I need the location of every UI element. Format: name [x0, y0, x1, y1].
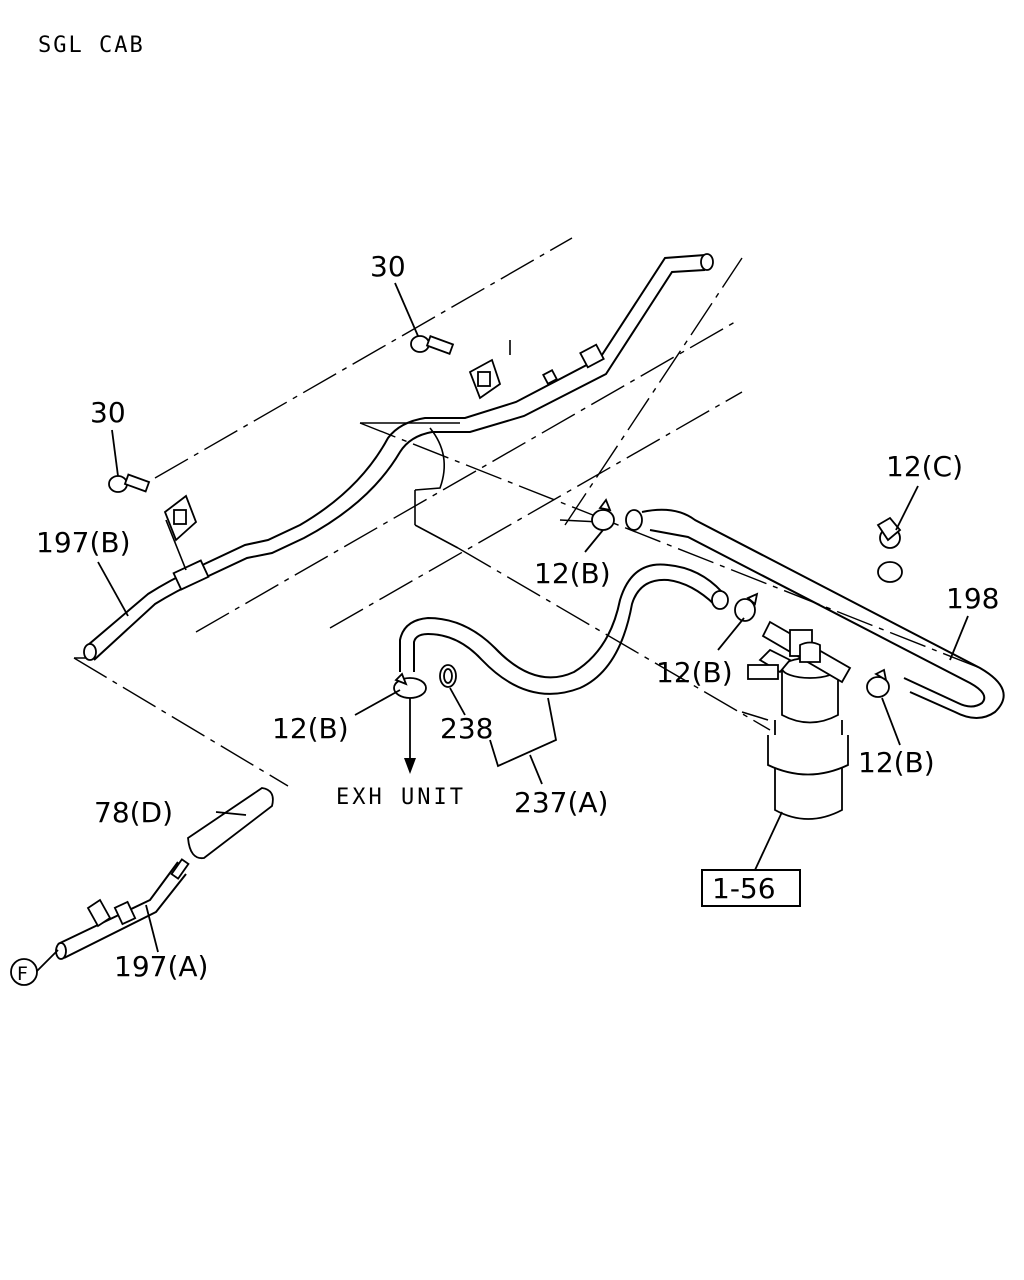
bracket-top — [468, 358, 502, 400]
clamp-12b-left-icon — [393, 672, 427, 699]
ref-box-1-56[interactable]: 1-56 — [701, 869, 801, 907]
leader-lines — [35, 282, 969, 973]
label-237a: 237(A) — [514, 786, 608, 819]
clamp-12b-mid-icon — [734, 592, 759, 622]
clamp-12c-icon — [876, 516, 903, 583]
pipe-197a — [55, 858, 190, 960]
bracket-left — [163, 494, 198, 571]
label-30-left: 30 — [90, 396, 126, 429]
note-exh-unit: EXH UNIT — [336, 785, 466, 810]
clamp-12b-upper-icon — [591, 498, 615, 531]
canister-assembly — [741, 620, 852, 820]
frame-outline — [73, 237, 981, 787]
label-30-top: 30 — [370, 250, 406, 283]
hose-198 — [625, 508, 1005, 719]
label-12b-mid: 12(B) — [656, 656, 733, 689]
ref-box-label: 1-56 — [712, 872, 776, 905]
label-198: 198 — [946, 582, 999, 615]
label-197b: 197(B) — [36, 526, 131, 559]
diagram-title: SGL CAB — [38, 33, 145, 58]
label-12c: 12(C) — [886, 450, 963, 483]
bolt-30-top-icon — [410, 335, 455, 355]
hose-78d — [187, 787, 274, 860]
exh-unit-arrow-icon — [404, 698, 416, 774]
ring-238-icon — [439, 664, 457, 688]
label-12b-upper: 12(B) — [534, 557, 611, 590]
label-78d: 78(D) — [94, 796, 173, 829]
label-238: 238 — [440, 712, 493, 745]
bolt-30-left-icon — [108, 473, 151, 493]
front-marker-label: F — [17, 963, 28, 985]
hose-237a — [399, 563, 729, 695]
front-marker: F — [10, 958, 38, 986]
label-12b-right: 12(B) — [858, 746, 935, 779]
clamp-12b-right-icon — [866, 668, 890, 698]
label-12b-left: 12(B) — [272, 712, 349, 745]
pipe-197b — [83, 253, 714, 661]
label-197a: 197(A) — [114, 950, 208, 983]
